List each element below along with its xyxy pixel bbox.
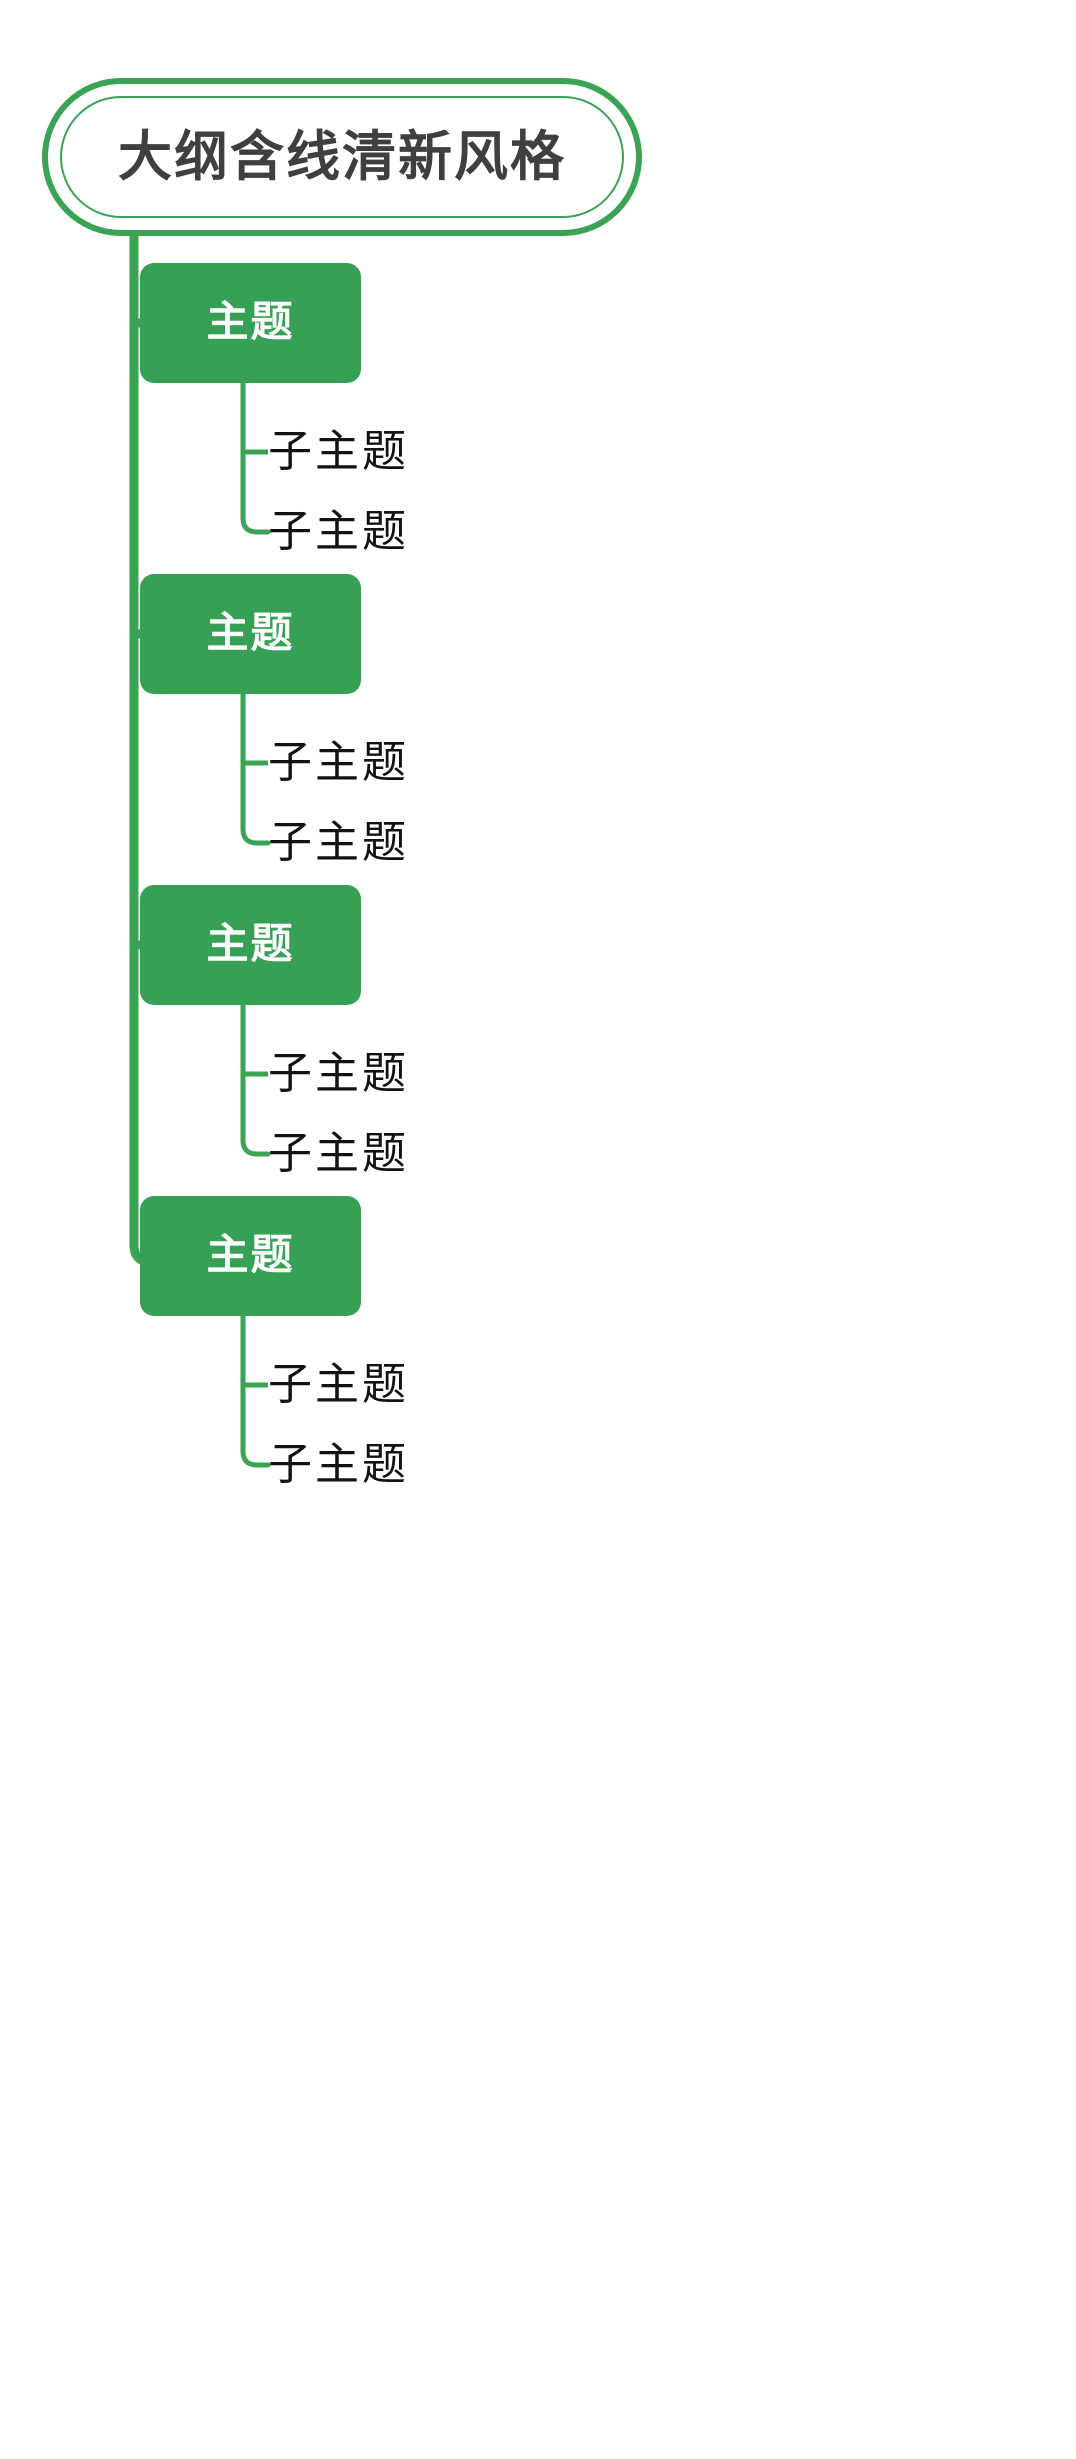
topic-node-1[interactable]: 主题	[140, 263, 361, 383]
topic-node-2-label: 主题	[206, 611, 295, 657]
topic-node-1-label: 主题	[206, 300, 295, 346]
subtopic-node-3-2[interactable]: 子主题	[268, 1127, 409, 1181]
branch-spine-2	[240, 691, 271, 846]
subtopic-node-3-1-label: 子主题	[268, 1049, 409, 1098]
branch-spine-4	[240, 1313, 271, 1468]
branch-spine-3	[240, 1002, 271, 1157]
subtopic-node-4-1[interactable]: 子主题	[268, 1358, 409, 1412]
topic-node-2[interactable]: 主题	[140, 574, 361, 694]
subtopic-node-1-1-label: 子主题	[268, 427, 409, 476]
root-node[interactable]: 大纲含线清新风格	[42, 78, 642, 236]
topic-node-4[interactable]: 主题	[140, 1196, 361, 1316]
subtopic-node-1-2-label: 子主题	[268, 507, 409, 556]
root-node-label: 大纲含线清新风格	[118, 127, 566, 187]
branch-spine-1	[240, 380, 271, 535]
topic-node-3[interactable]: 主题	[140, 885, 361, 1005]
subtopic-node-2-1[interactable]: 子主题	[268, 736, 409, 790]
subtopic-node-2-2[interactable]: 子主题	[268, 816, 409, 870]
subtopic-node-3-2-label: 子主题	[268, 1129, 409, 1178]
subtopic-node-3-1[interactable]: 子主题	[268, 1047, 409, 1101]
subtopic-node-1-2[interactable]: 子主题	[268, 505, 409, 559]
subtopic-node-4-2[interactable]: 子主题	[268, 1438, 409, 1492]
subtopic-node-1-1[interactable]: 子主题	[268, 425, 409, 479]
subtopic-node-4-1-label: 子主题	[268, 1360, 409, 1409]
subtopic-node-4-2-label: 子主题	[268, 1440, 409, 1489]
subtopic-node-2-2-label: 子主题	[268, 818, 409, 867]
topic-node-3-label: 主题	[206, 922, 295, 968]
subtopic-node-2-1-label: 子主题	[268, 738, 409, 787]
trunk-line	[129, 231, 173, 1267]
topic-node-4-label: 主题	[206, 1233, 295, 1279]
